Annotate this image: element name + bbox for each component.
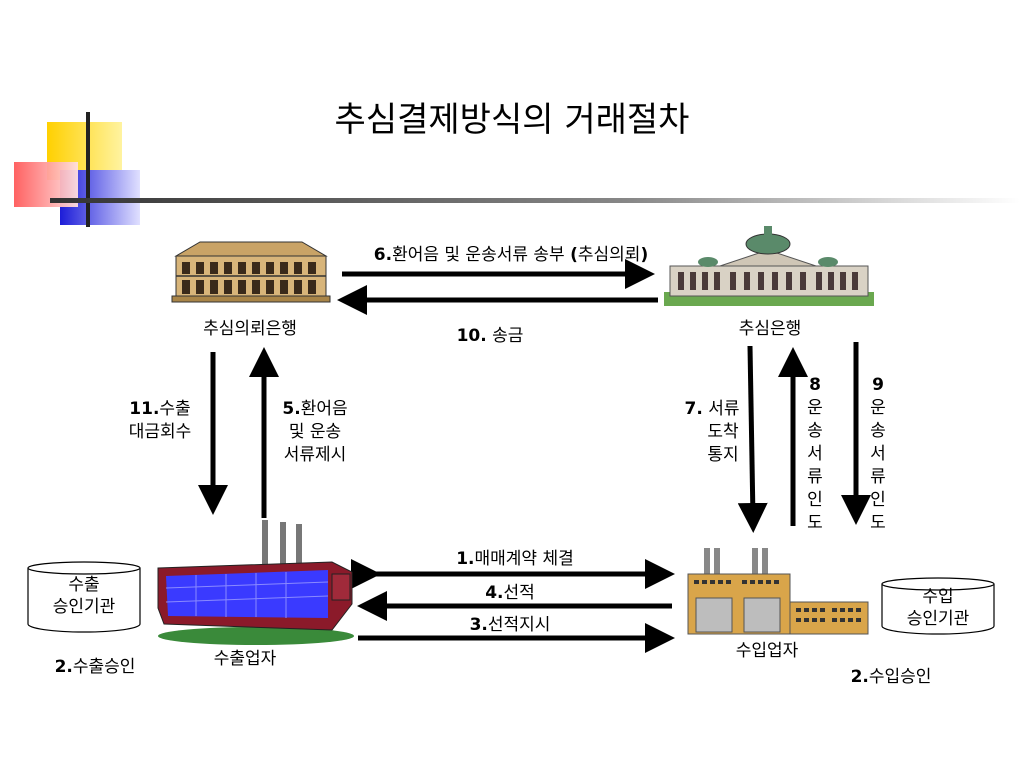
import-authority-label: 수입 승인기관 bbox=[906, 587, 970, 629]
step-7-label: 7. 서류 도착 통지 bbox=[684, 399, 740, 465]
export-authority-cylinder-icon bbox=[27, 561, 141, 633]
remitting-bank-building-icon bbox=[171, 241, 331, 303]
step-5-label: 5.환어음 및 운송 서류제시 bbox=[282, 399, 348, 465]
step-4-label: 4.선적 bbox=[485, 583, 535, 603]
importer-label: 수입업자 bbox=[735, 641, 799, 661]
collecting-bank-label: 추심은행 bbox=[738, 319, 802, 339]
exporter-label: 수출업자 bbox=[213, 649, 277, 669]
remitting-bank-label: 추심의뢰은행 bbox=[203, 319, 297, 339]
step-2-export-label: 2.수출승인 bbox=[54, 657, 136, 677]
arrow-step-7 bbox=[737, 345, 768, 533]
importer-building-icon bbox=[687, 548, 869, 635]
exporter-factory-icon bbox=[157, 520, 354, 645]
step-9-label: 9 운 송 서 류 인 도 bbox=[870, 375, 886, 533]
step-6-label: 6.환어음 및 운송서류 송부 (추심의뢰) bbox=[373, 245, 649, 265]
step-8-label: 8 운 송 서 류 인 도 bbox=[807, 375, 823, 533]
step-11-label: 11.수출 대금회수 bbox=[128, 399, 192, 442]
import-authority-cylinder-icon bbox=[881, 577, 995, 635]
step-10-label: 10. 송금 bbox=[456, 326, 524, 346]
step-1-label: 1.매매계약 체결 bbox=[456, 549, 574, 569]
page-title: 추심결제방식의 거래절차 bbox=[334, 100, 690, 140]
step-3-label: 3.선적지시 bbox=[469, 615, 551, 635]
step-2-import-label: 2.수입승인 bbox=[850, 667, 932, 687]
export-authority-label: 수출 승인기관 bbox=[52, 575, 116, 617]
title-decoration bbox=[14, 112, 1020, 227]
collecting-bank-building-icon bbox=[664, 226, 874, 306]
